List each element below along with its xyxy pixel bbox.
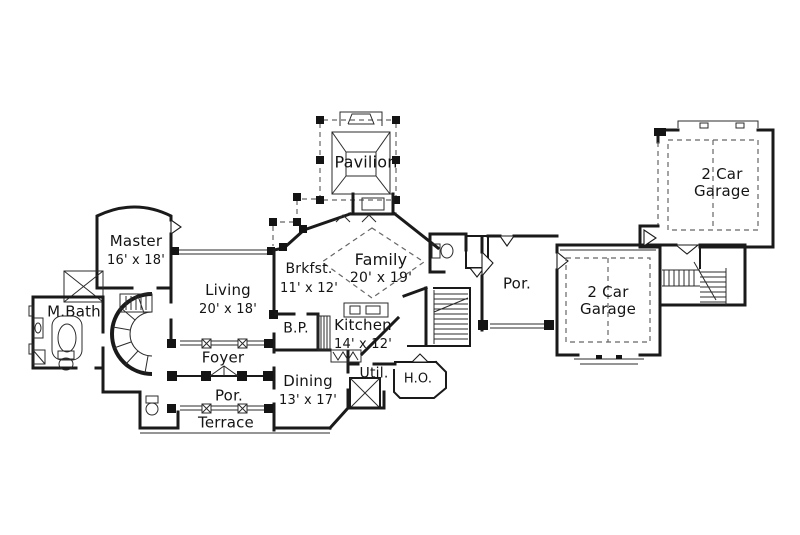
room-label-por-bottom: Por. — [214, 386, 244, 405]
garage-lower — [555, 243, 662, 365]
kitchen-name: Kitchen — [334, 316, 392, 334]
brkfst-dims: 11' x 12' — [280, 281, 338, 296]
room-label-bp: B.P. — [283, 320, 309, 337]
center-rooms — [140, 247, 351, 434]
master-name: Master — [109, 232, 163, 250]
porch-right — [478, 234, 559, 332]
family-room — [320, 192, 489, 299]
room-label-family: Family 20' x 19' — [350, 250, 412, 288]
pavilion-structure — [316, 111, 400, 204]
master-dims: 16' x 18' — [107, 253, 165, 268]
room-label-util: Util. — [359, 365, 389, 382]
family-dims: 20' x 19' — [349, 270, 413, 286]
dining-name: Dining — [283, 372, 333, 390]
garage-upper — [638, 120, 775, 249]
curved-stair — [110, 292, 153, 376]
room-label-foyer: Foyer — [201, 348, 245, 367]
garage-upper-line2: Garage — [693, 182, 751, 200]
room-label-garage-lower: 2 Car Garage — [580, 284, 636, 318]
living-dims: 20' x 18' — [199, 302, 257, 317]
room-label-brkfst: Brkfst. 11' x 12' — [280, 260, 338, 298]
room-label-ho: H.O. — [403, 371, 433, 387]
entry-stair — [402, 286, 471, 347]
room-label-dining: Dining 13' x 17' — [279, 372, 337, 410]
brkfst-name: Brkfst. — [285, 261, 333, 277]
room-label-garage-upper: 2 Car Garage — [694, 166, 750, 200]
kitchen-dims: 14' x 12' — [334, 337, 392, 352]
room-label-mbath: M.Bath — [47, 302, 101, 321]
room-label-pavilion: Pavilion — [334, 152, 398, 172]
family-name: Family — [354, 250, 408, 269]
walkway — [269, 193, 316, 246]
room-label-living: Living 20' x 18' — [199, 281, 257, 319]
utility-rooms — [346, 353, 447, 410]
stair-hall — [658, 243, 747, 307]
room-label-master: Master 16' x 18' — [107, 232, 165, 270]
garage-lower-line1: 2 Car — [587, 283, 629, 301]
room-label-kitchen: Kitchen 14' x 12' — [334, 316, 392, 354]
master-suite — [28, 205, 182, 430]
garage-lower-line2: Garage — [579, 300, 637, 318]
living-name: Living — [205, 281, 251, 299]
dining-dims: 13' x 17' — [279, 393, 337, 408]
room-label-terrace: Terrace — [198, 413, 254, 432]
kitchen-block — [272, 212, 401, 363]
garage-upper-line1: 2 Car — [701, 165, 743, 183]
room-label-por-right: Por. — [502, 274, 532, 293]
